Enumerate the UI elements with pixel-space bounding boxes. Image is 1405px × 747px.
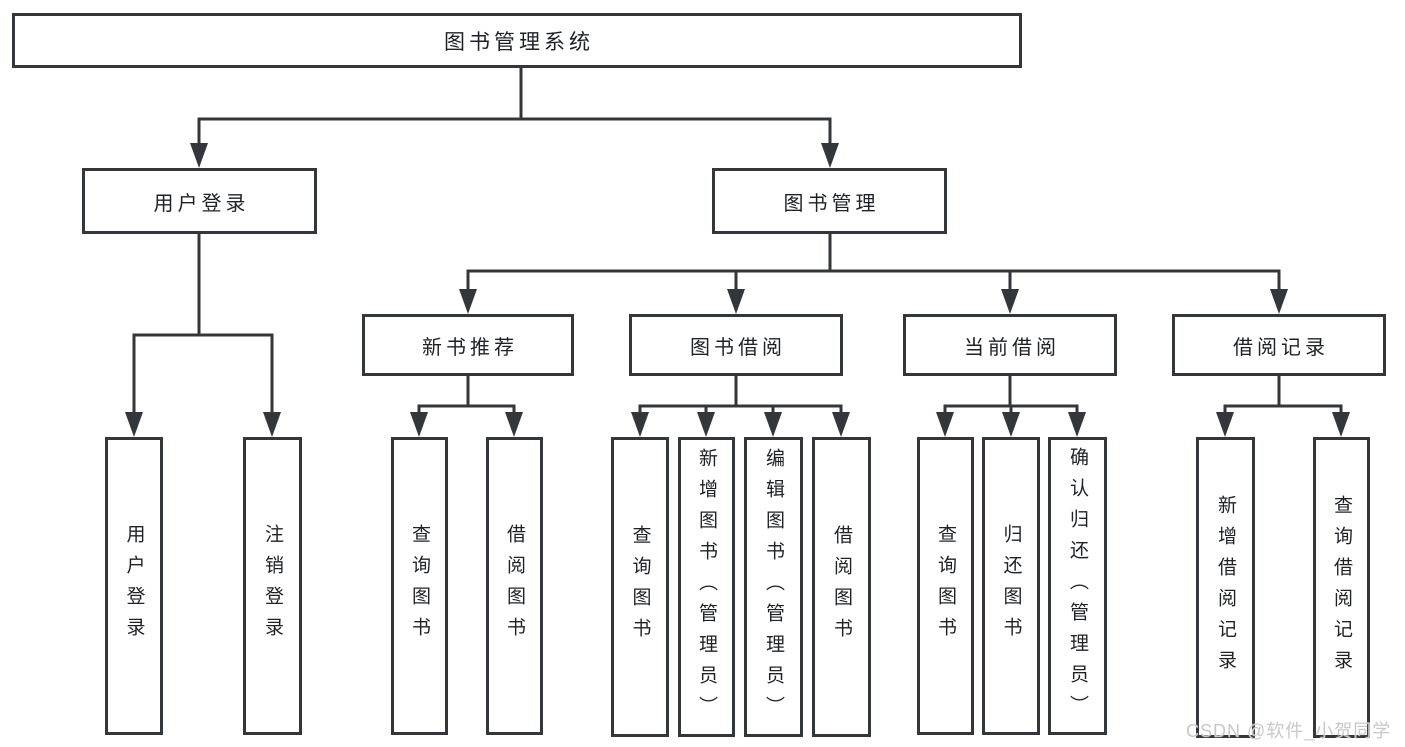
branch-new-book-recommend: 新书推荐 xyxy=(362,314,574,376)
leaf-user-login: 用户登录 xyxy=(105,437,163,735)
branch-new-book-recommend-label: 新书推荐 xyxy=(422,336,518,359)
leaf-logout-label: 注销登录 xyxy=(262,524,283,648)
branch-current-borrow: 当前借阅 xyxy=(903,314,1117,376)
leaf-borrow-query-books: 查询图书 xyxy=(611,437,669,737)
leaf-borrow-query-books-label: 查询图书 xyxy=(629,525,651,649)
leaf-borrow-borrow-books: 借阅图书 xyxy=(812,437,871,737)
leaf-current-confirm-return-admin: 确认归还（管理员） xyxy=(1048,437,1107,735)
leaf-current-return-books: 归还图书 xyxy=(982,437,1040,735)
leaf-current-return-books-label: 归还图书 xyxy=(1000,524,1022,648)
branch-current-borrow-label: 当前借阅 xyxy=(964,336,1060,359)
leaf-records-query-record-label: 查询借阅记录 xyxy=(1331,494,1352,681)
watermark: CSDN @软件_小贺同学 xyxy=(1186,721,1392,741)
branch-borrow-records-label: 借阅记录 xyxy=(1233,336,1329,359)
leaf-current-query-books: 查询图书 xyxy=(917,437,974,735)
leaf-borrow-borrow-books-label: 借阅图书 xyxy=(831,525,852,649)
leaf-current-query-books-label: 查询图书 xyxy=(935,524,956,648)
branch-user-login-label: 用户登录 xyxy=(153,192,250,215)
leaf-records-add-record: 新增借阅记录 xyxy=(1196,437,1255,738)
leaf-borrow-add-books-admin-label: 新增图书（管理员） xyxy=(696,447,717,727)
leaf-records-add-record-label: 新增借阅记录 xyxy=(1215,494,1236,681)
branch-user-login: 用户登录 xyxy=(82,168,317,234)
branch-book-management: 图书管理 xyxy=(712,168,947,234)
leaf-recommend-query-books: 查询图书 xyxy=(391,437,448,735)
leaf-records-query-record: 查询借阅记录 xyxy=(1313,437,1370,738)
leaf-recommend-borrow-books: 借阅图书 xyxy=(486,437,543,735)
leaf-recommend-borrow-books-label: 借阅图书 xyxy=(504,524,525,648)
branch-book-management-label: 图书管理 xyxy=(783,192,880,215)
branch-book-borrow-label: 图书借阅 xyxy=(690,336,786,359)
root-node: 图书管理系统 xyxy=(12,13,1022,68)
leaf-logout: 注销登录 xyxy=(243,437,302,735)
root-node-label: 图书管理系统 xyxy=(444,30,594,54)
leaf-current-confirm-return-admin-label: 确认归还（管理员） xyxy=(1067,446,1088,726)
branch-borrow-records: 借阅记录 xyxy=(1172,314,1386,376)
leaf-borrow-edit-books-admin: 编辑图书（管理员） xyxy=(744,437,803,737)
branch-book-borrow: 图书借阅 xyxy=(629,314,843,376)
leaf-user-login-label: 用户登录 xyxy=(123,524,145,648)
leaf-borrow-add-books-admin: 新增图书（管理员） xyxy=(678,437,735,737)
leaf-recommend-query-books-label: 查询图书 xyxy=(409,524,430,648)
leaf-borrow-edit-books-admin-label: 编辑图书（管理员） xyxy=(763,447,784,727)
